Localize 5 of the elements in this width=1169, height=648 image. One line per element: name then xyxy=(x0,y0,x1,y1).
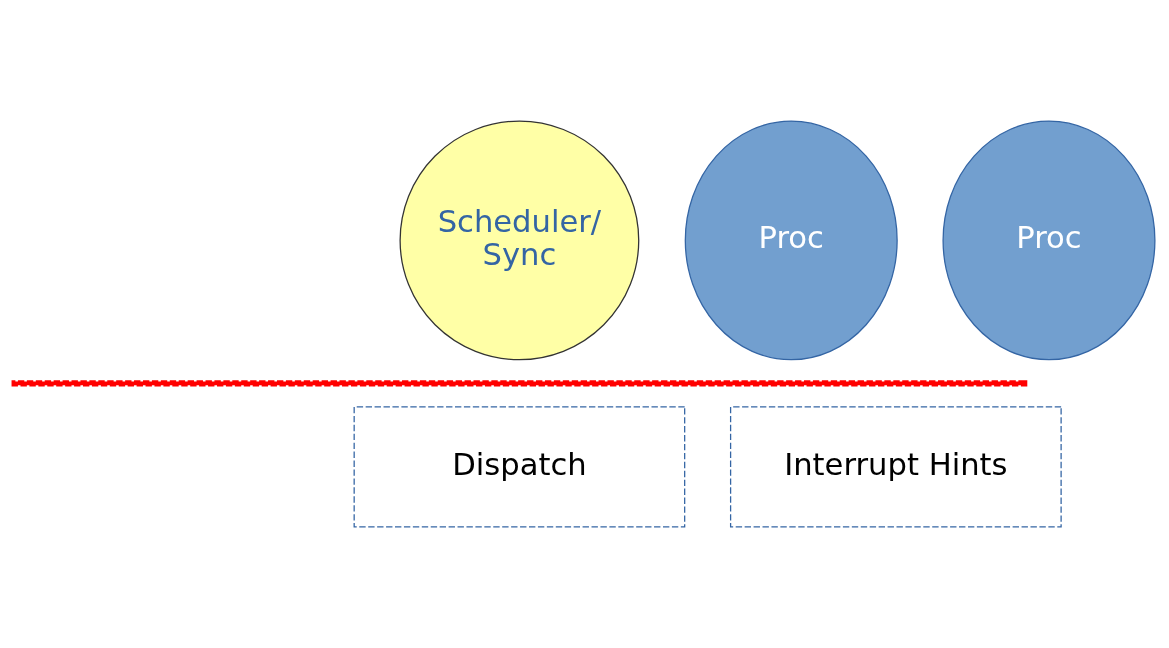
node-ellipse: Proc xyxy=(942,120,1156,361)
node-ellipse: Proc xyxy=(684,120,898,361)
node-box: Interrupt Hints xyxy=(729,406,1062,528)
node-box: Dispatch xyxy=(353,406,686,528)
node-circle: Scheduler/ Sync xyxy=(399,120,640,361)
